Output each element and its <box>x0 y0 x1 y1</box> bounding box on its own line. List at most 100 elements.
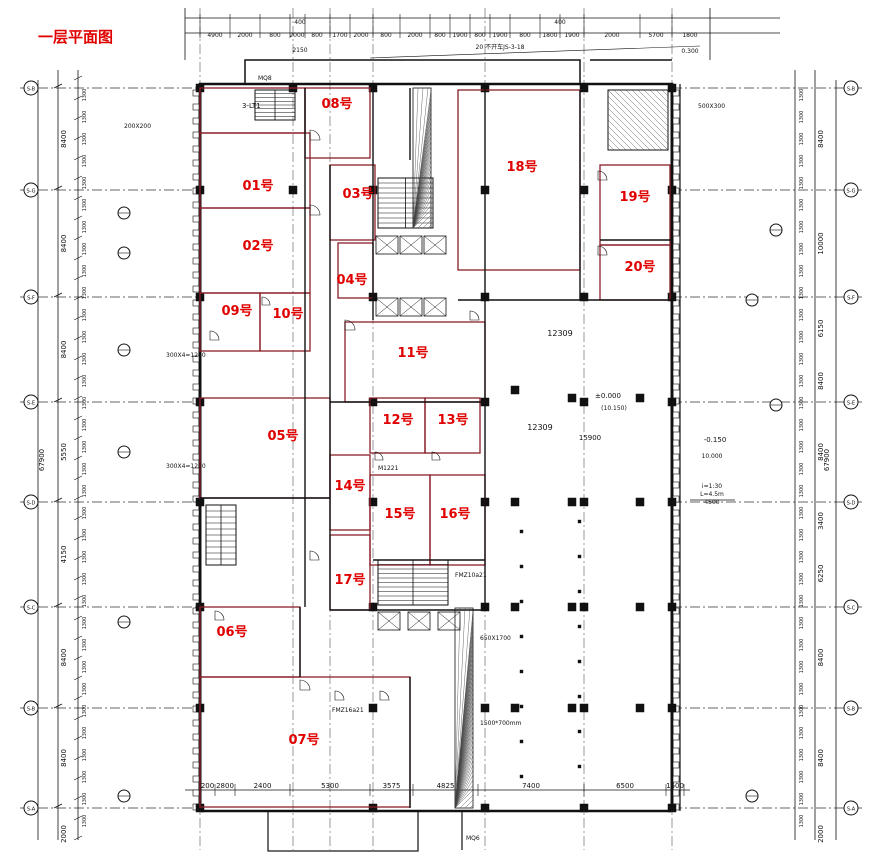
column-cell <box>672 243 680 251</box>
small-dim-text: 1300 <box>799 375 805 388</box>
axis-bubble-right <box>843 394 859 410</box>
elevator-x <box>423 297 447 317</box>
top-dim-text: 2000 <box>353 32 368 39</box>
hatch-line <box>427 224 432 229</box>
axis-bubble-right <box>843 494 859 510</box>
room-outline <box>457 89 581 271</box>
mesh-line <box>607 137 621 151</box>
room-number-label: 15号 <box>384 507 415 522</box>
structural-column <box>368 703 378 713</box>
small-dim-text: 1300 <box>82 309 88 322</box>
structural-column <box>667 292 677 302</box>
column-cell <box>672 691 680 699</box>
bottom-dim-text: 1600 <box>666 782 684 790</box>
hatch-line <box>464 799 474 809</box>
hall-dot <box>577 554 582 559</box>
door-swing <box>469 310 480 321</box>
small-dim-text: 1300 <box>799 595 805 608</box>
hall-column <box>635 703 645 713</box>
hatch-line <box>469 804 474 809</box>
elevator-shaft <box>399 235 423 255</box>
column-cell <box>672 509 680 517</box>
right-dim-text: 8400 <box>817 443 825 461</box>
dim-tick <box>73 755 83 761</box>
label-mq8: MQ8 <box>258 75 272 82</box>
column-cell <box>192 649 200 657</box>
room-outline <box>329 164 376 241</box>
dim-tick <box>73 535 83 541</box>
hatch-line <box>454 744 474 809</box>
structural-column <box>667 803 677 813</box>
column-cell <box>192 551 200 559</box>
dim-tick <box>73 475 83 481</box>
right-dim-text: 10000 <box>817 232 825 254</box>
column-cell <box>672 411 680 419</box>
room-number-label: 16号 <box>439 507 470 522</box>
axis-label-right: S-D <box>847 501 856 507</box>
hall-dot <box>577 659 582 664</box>
door-swing <box>261 296 271 306</box>
top-dim-text: 5700 <box>648 32 663 39</box>
column-cell <box>192 355 200 363</box>
elevator-shaft <box>375 297 399 317</box>
column-cell <box>672 257 680 265</box>
column-cell <box>672 103 680 111</box>
column-cell <box>192 369 200 377</box>
small-dim-text: 1300 <box>82 89 88 102</box>
dim-tick <box>73 195 83 201</box>
dim-tick <box>73 355 83 361</box>
north-canopy <box>244 59 581 85</box>
hall-dot <box>519 669 524 674</box>
small-dim-text: 1300 <box>799 683 805 696</box>
small-dim-text: 1300 <box>82 793 88 806</box>
dim-tick <box>73 715 83 721</box>
column-cell <box>672 537 680 545</box>
right-dim-text: 2000 <box>817 825 825 843</box>
hatch-line <box>454 789 474 809</box>
small-dim-text: 1300 <box>82 661 88 674</box>
room-outline <box>199 87 306 134</box>
column-cell <box>192 285 200 293</box>
small-dim-text: 1300 <box>82 353 88 366</box>
column-cell <box>672 579 680 587</box>
small-dim-text: 1300 <box>799 155 805 168</box>
hatch-line <box>412 199 432 229</box>
right-dim-text: 8400 <box>817 372 825 390</box>
top-dim-text: 0.300 <box>681 48 698 55</box>
center-dim-label: 12309 <box>547 329 572 338</box>
axis-label-right: S-A <box>847 807 856 813</box>
door-swing <box>379 690 390 701</box>
dim-tick <box>73 435 83 441</box>
room-outline <box>599 164 671 246</box>
axis-bubble-right <box>843 700 859 716</box>
hall-dot <box>577 729 582 734</box>
column-cell <box>192 257 200 265</box>
hatch-line <box>412 87 429 229</box>
hatch-line <box>412 164 432 229</box>
structural-column <box>667 397 677 407</box>
structural-column <box>480 703 490 713</box>
right-dim-text: 6150 <box>817 320 825 338</box>
hatch-line <box>412 169 432 229</box>
small-dim-text: 1300 <box>799 287 805 300</box>
structural-column <box>579 803 589 813</box>
structural-column <box>579 185 589 195</box>
elevation-label: ±0.000 <box>595 392 621 400</box>
small-dim-text: 1300 <box>799 815 805 828</box>
dim-tick <box>73 655 83 661</box>
column-cell <box>192 565 200 573</box>
door-swing <box>334 690 345 701</box>
hall-dot <box>519 529 524 534</box>
structural-column <box>368 602 378 612</box>
dim-tick <box>73 235 83 241</box>
top-dim-text: 800 <box>269 32 281 39</box>
hatch-line <box>454 734 474 809</box>
column-cell <box>192 383 200 391</box>
structural-column <box>368 803 378 813</box>
column-cell <box>192 481 200 489</box>
small-dim-text: 1300 <box>799 617 805 630</box>
elevator-x <box>375 297 399 317</box>
column-cell <box>192 145 200 153</box>
structural-column <box>480 803 490 813</box>
column-cell <box>192 411 200 419</box>
